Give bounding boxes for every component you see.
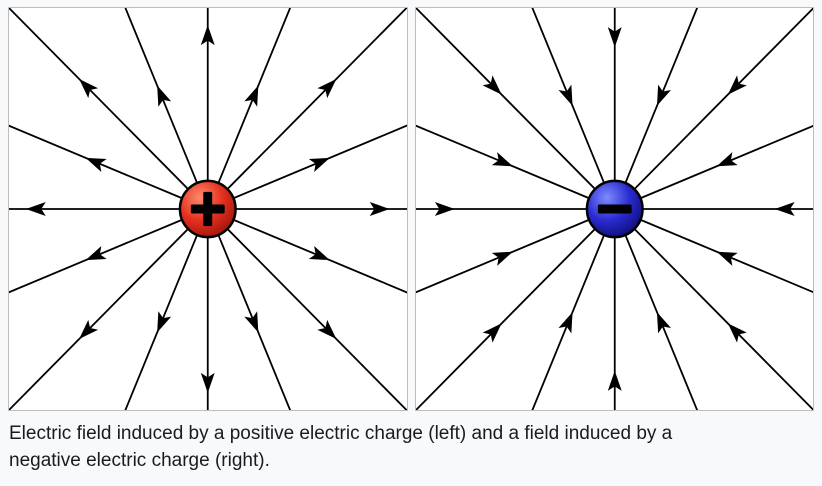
panel-negative-charge — [414, 7, 814, 411]
field-arrowheads — [434, 27, 795, 391]
field-lines — [9, 8, 407, 410]
field-arrowheads — [25, 25, 390, 393]
negative-field-diagram — [415, 8, 813, 410]
minus-sign-icon — [597, 204, 632, 214]
figure-caption: Electric field induced by a positive ele… — [9, 423, 673, 471]
positive-field-diagram — [9, 8, 407, 410]
plus-sign-icon — [190, 191, 225, 227]
panels-row — [8, 7, 814, 411]
panel-positive-charge — [8, 7, 408, 411]
